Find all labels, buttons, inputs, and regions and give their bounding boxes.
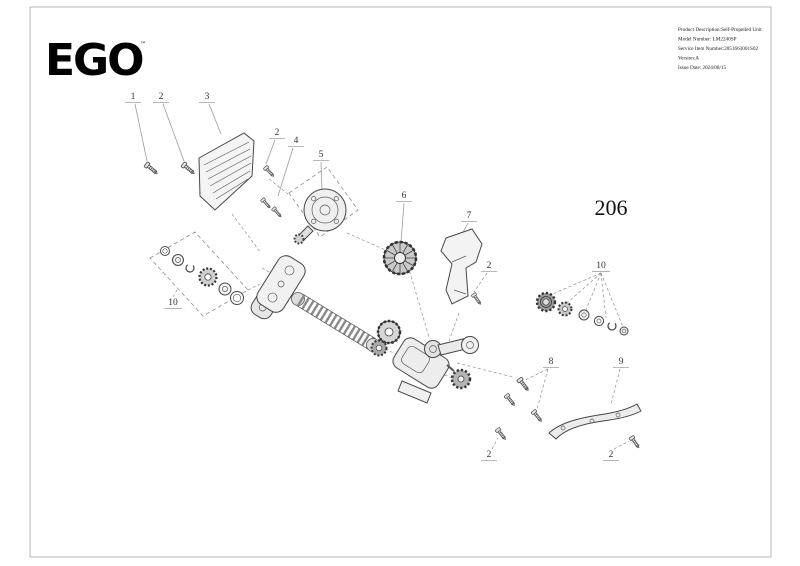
callout-labels: 1 2 3 2 4 5 6 7 xyxy=(125,92,629,461)
callout-label: 10 xyxy=(596,261,606,271)
callout-label: 8 xyxy=(549,357,554,367)
callout-2e: 2 xyxy=(603,450,619,461)
screw-part xyxy=(262,164,276,179)
fan-wheel-part xyxy=(382,240,418,276)
screw-part xyxy=(470,291,483,307)
leader-line xyxy=(473,272,488,293)
leader-line xyxy=(524,368,549,381)
callout-label: 4 xyxy=(294,136,299,146)
product-info-block: Product Description:Self-Propelled Unit … xyxy=(678,26,762,71)
mount-plate-front xyxy=(256,255,306,313)
product-description: Product Description:Self-Propelled Unit xyxy=(678,26,762,33)
construction-line xyxy=(247,282,263,291)
leader-line xyxy=(600,272,624,328)
callout-label: 10 xyxy=(168,298,178,308)
leader-line xyxy=(277,147,294,197)
drive-motor-part xyxy=(293,188,347,245)
shaft-assembly xyxy=(250,255,479,404)
callout-label: 2 xyxy=(275,128,280,138)
callout-6: 6 xyxy=(396,191,412,202)
callout-5: 5 xyxy=(313,150,329,161)
callout-2d: 2 xyxy=(481,450,497,461)
hardware-group-right xyxy=(535,291,629,336)
callout-9: 9 xyxy=(613,357,629,368)
callout-8: 8 xyxy=(543,357,559,368)
fan-spokes xyxy=(385,243,415,273)
gear-cluster xyxy=(370,319,402,357)
callout-label: 2 xyxy=(609,450,614,460)
bolt-part xyxy=(516,376,531,393)
leader-line xyxy=(613,440,630,450)
callout-label: 5 xyxy=(319,150,324,160)
callout-label: 2 xyxy=(487,261,492,271)
callout-label: 6 xyxy=(402,191,407,201)
callout-7: 7 xyxy=(461,211,477,222)
screw-part xyxy=(180,161,197,177)
leader-line xyxy=(208,103,222,135)
motor-cover-part xyxy=(198,132,255,211)
leader-line xyxy=(536,368,549,410)
leader-line xyxy=(134,103,148,162)
leader-line xyxy=(400,202,405,243)
ego-logo-text: EGO xyxy=(45,35,143,86)
callout-2a: 2 xyxy=(153,92,169,103)
ego-logo: EGO ™ xyxy=(45,35,146,86)
leader-line xyxy=(172,287,179,298)
leader-line xyxy=(265,139,276,165)
screw-part xyxy=(259,197,273,210)
leader-line xyxy=(491,437,499,450)
callout-3: 3 xyxy=(199,92,215,103)
callout-label: 1 xyxy=(131,92,136,102)
gearbox-housing xyxy=(392,336,479,404)
coil-spring-part xyxy=(291,292,380,352)
callout-10-left: 10 xyxy=(164,298,182,309)
issue-date: Issue Date: 2024/08/15 xyxy=(678,65,727,71)
construction-line xyxy=(407,265,430,338)
callout-1: 1 xyxy=(125,92,141,103)
screw-part xyxy=(270,206,284,219)
hardware-group-left xyxy=(160,246,244,305)
construction-line xyxy=(448,312,460,342)
leader-line xyxy=(547,272,602,297)
version: Version:A xyxy=(678,56,699,62)
leader-line xyxy=(610,368,621,405)
callout-label: 7 xyxy=(467,211,472,221)
page-number: 206 xyxy=(595,195,628,220)
model-number: Model Number: LM2240SP xyxy=(678,37,737,43)
leader-line xyxy=(600,272,607,319)
output-gear-part xyxy=(446,364,472,390)
leader-lines-dashed xyxy=(172,178,630,450)
callout-4: 4 xyxy=(288,136,304,147)
skid-bracket-part xyxy=(548,403,642,440)
callout-label: 2 xyxy=(487,450,492,460)
bolt-part xyxy=(530,408,544,424)
callout-label: 2 xyxy=(159,92,164,102)
leader-lines-solid xyxy=(134,103,469,243)
construction-line xyxy=(231,213,262,254)
screw-part xyxy=(494,426,508,442)
callout-2c: 2 xyxy=(481,261,497,272)
leader-line xyxy=(162,103,185,162)
bolt-part xyxy=(503,392,517,408)
construction-line xyxy=(346,232,391,253)
screw-part xyxy=(628,434,642,450)
construction-line xyxy=(268,178,289,195)
page-border xyxy=(29,6,772,558)
construction-line xyxy=(456,362,514,378)
callout-label: 3 xyxy=(205,92,210,102)
leader-line xyxy=(320,161,323,191)
callout-label: 9 xyxy=(619,357,624,367)
callout-10-right: 10 xyxy=(592,261,610,272)
screw-part xyxy=(143,161,160,177)
leader-line xyxy=(585,272,602,311)
bracket-cover-part xyxy=(440,228,483,305)
trademark-symbol: ™ xyxy=(140,41,146,48)
service-item-number: Service Item Number:2851663001S02 xyxy=(678,46,759,52)
leader-line xyxy=(566,272,602,304)
callout-2b: 2 xyxy=(269,128,285,139)
